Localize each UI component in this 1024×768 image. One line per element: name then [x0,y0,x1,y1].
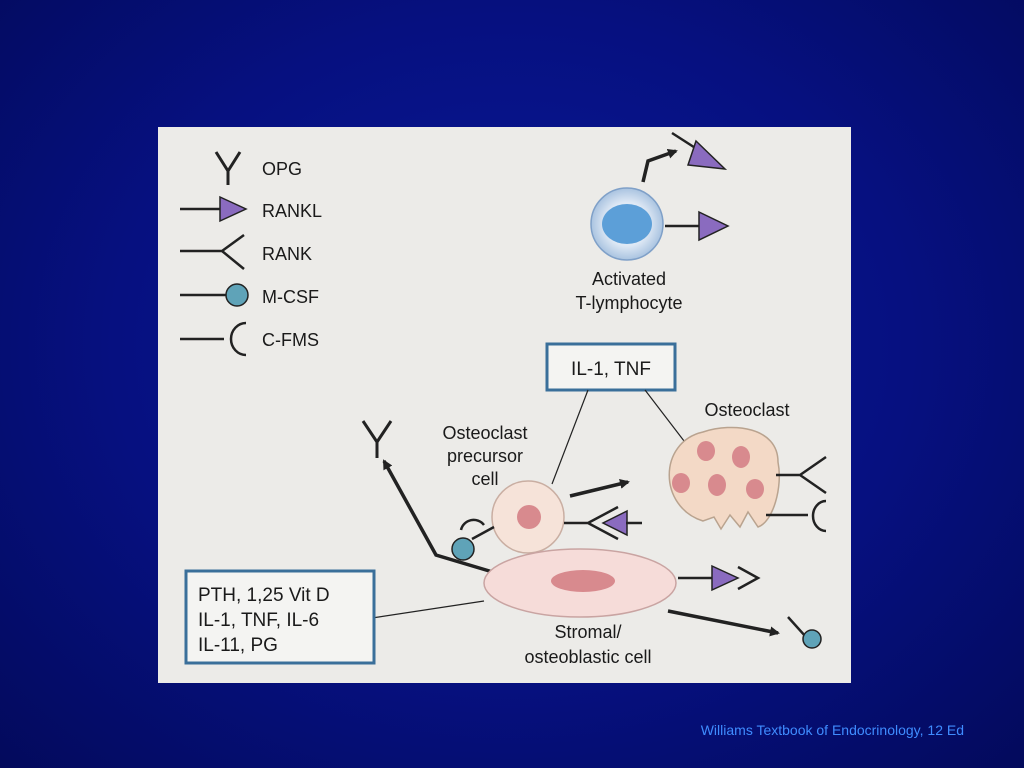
precursor-label-line2: precursor [447,446,523,466]
precursor-rank-rankl-icon [564,505,642,541]
stromal-rankl-icon [678,564,761,592]
precursor-label-line1: Osteoclast [442,423,527,443]
stimuli-box: PTH, 1,25 Vit D IL-1, TNF, IL-6 IL-11, P… [184,569,376,665]
diagram-canvas: OPG RANKL RANK M-CSF C-FMS [180,131,827,667]
precursor-label-line3: cell [471,469,498,489]
legend-mcsf-label: M-CSF [262,287,319,307]
t-lymphocyte [590,131,730,261]
osteoclast-label: Osteoclast [704,400,789,420]
source-caption: Williams Textbook of Endocrinology, 12 E… [700,722,964,738]
stromal-mcsf-release-icon [667,609,822,649]
mcsf-icon [180,283,249,307]
tcell-label-line2: T-lymphocyte [575,293,682,313]
opg-icon [214,151,242,185]
legend-rank-label: RANK [262,244,312,264]
stromal-label-line2: osteoblastic cell [524,647,651,667]
diagram-figure: OPG RANKL RANK M-CSF C-FMS [158,127,851,683]
legend-rankl-label: RANKL [262,201,322,221]
membrane-rankl-icon [665,210,730,242]
rank-icon [180,233,245,270]
released-opg-icon [361,420,393,458]
stimuli-line2: IL-1, TNF, IL-6 [198,610,319,631]
precursor-cell [451,480,642,561]
osteoclast-cfms-icon [766,499,827,533]
legend-opg-label: OPG [262,159,302,179]
cytokine-box-label: IL-1, TNF [571,359,651,380]
stimuli-line1: PTH, 1,25 Vit D [198,585,330,606]
stimuli-line3: IL-11, PG [198,635,278,656]
osteoclast-rank-icon [776,455,827,495]
cytokine-box: IL-1, TNF [545,342,677,392]
legend-cfms-label: C-FMS [262,330,319,350]
tcell-label-line1: Activated [592,269,666,289]
cfms-icon [180,321,247,357]
precursor-cfms-mcsf-icon [451,518,495,561]
stromal-cell [483,548,822,649]
legend: OPG RANKL RANK M-CSF C-FMS [180,151,322,357]
stromal-label-line1: Stromal/ [554,622,621,642]
released-rankl-icon [671,131,728,170]
rankl-icon [180,195,248,223]
osteoclast-cell [668,426,827,533]
